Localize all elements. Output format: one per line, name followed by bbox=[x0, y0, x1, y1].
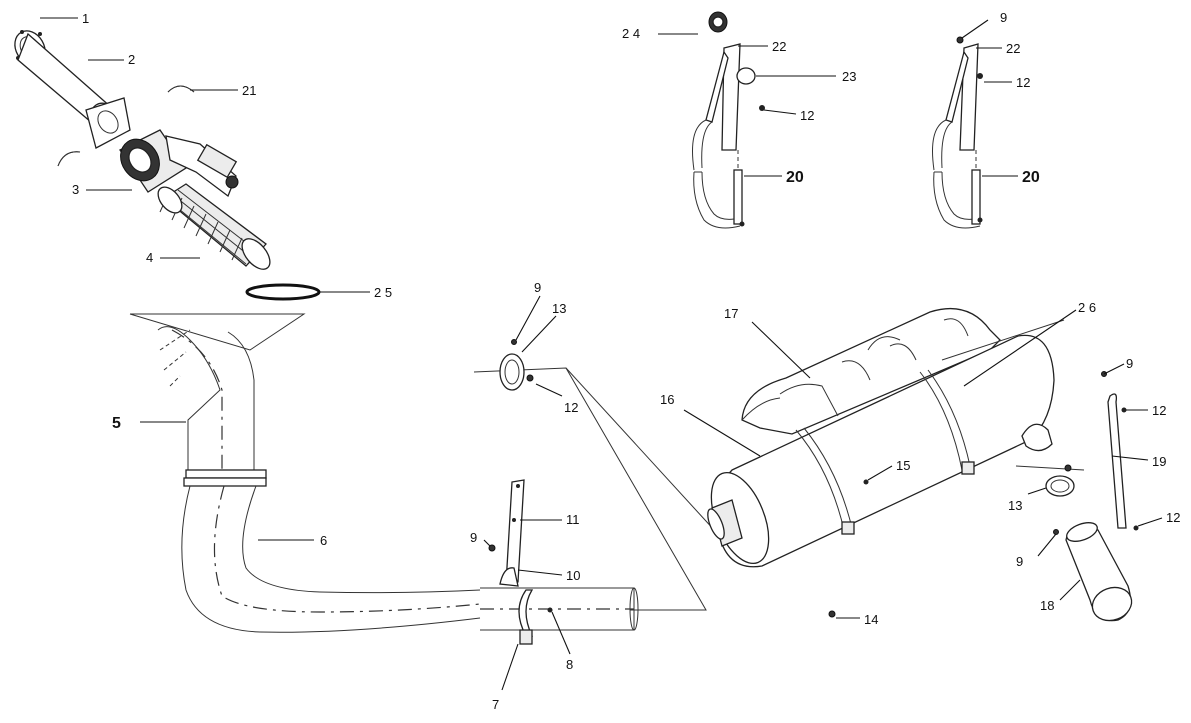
outlet-pipe-part-18 bbox=[1065, 522, 1133, 622]
strap-part-26 bbox=[941, 319, 1065, 361]
part-labels: 1 2 21 3 4 2 5 5 6 7 8 9 10 11 9 13 12 2… bbox=[72, 10, 1180, 712]
label-8: 8 bbox=[566, 657, 573, 672]
bolt-part-8 bbox=[547, 607, 553, 613]
elbow-pipe-part-5 bbox=[157, 326, 267, 479]
label-19: 19 bbox=[1152, 454, 1166, 469]
label-12-outlet: 12 bbox=[1166, 510, 1180, 525]
inlet-pipe-part-2 bbox=[17, 32, 131, 149]
bend-pipe-part-6 bbox=[181, 477, 481, 633]
label-9-right: 9 bbox=[1000, 10, 1007, 25]
hanger-assembly-right bbox=[932, 36, 983, 229]
label-4: 4 bbox=[146, 250, 153, 265]
label-20-right: 20 bbox=[1022, 169, 1040, 186]
label-22-right: 22 bbox=[1006, 41, 1020, 56]
label-13-clamp: 13 bbox=[552, 301, 566, 316]
label-25: 2 5 bbox=[374, 285, 392, 300]
label-18: 18 bbox=[1040, 598, 1054, 613]
label-9-clamp: 9 bbox=[534, 280, 541, 295]
projection-plane-line bbox=[129, 313, 306, 351]
hanger-bracket-part-11 bbox=[505, 479, 525, 585]
label-20-left: 20 bbox=[786, 169, 804, 186]
label-12-right: 12 bbox=[1016, 75, 1030, 90]
muffler-part-16 bbox=[707, 334, 1055, 568]
u-clamp-part-21-left bbox=[57, 151, 81, 167]
label-7: 7 bbox=[492, 697, 499, 712]
label-14: 14 bbox=[864, 612, 878, 627]
projection-line-inlet bbox=[565, 367, 717, 533]
label-6: 6 bbox=[320, 533, 327, 548]
bolt-part-15 bbox=[863, 479, 869, 485]
label-24: 2 4 bbox=[622, 26, 640, 41]
hanger-assembly-left bbox=[692, 11, 765, 229]
leader-lines bbox=[40, 17, 1163, 691]
bolt-part-14 bbox=[828, 610, 836, 618]
label-12-bracket: 12 bbox=[1152, 403, 1166, 418]
label-15: 15 bbox=[896, 458, 910, 473]
label-3: 3 bbox=[72, 182, 79, 197]
label-12-clamp: 12 bbox=[564, 400, 578, 415]
bolt-part-9-outlet bbox=[1053, 529, 1059, 535]
label-22-left: 22 bbox=[772, 39, 786, 54]
label-26: 2 6 bbox=[1078, 300, 1096, 315]
exhaust-brake-valve-part-3 bbox=[119, 129, 239, 198]
hanger-clip-part-10 bbox=[499, 567, 519, 587]
label-1: 1 bbox=[82, 11, 89, 26]
gasket-ring-part-25 bbox=[245, 283, 321, 301]
clamp-part-13-outlet bbox=[1015, 464, 1085, 497]
u-clamp-part-21 bbox=[167, 85, 195, 93]
label-2: 2 bbox=[128, 52, 135, 67]
label-9-outlet: 9 bbox=[1016, 554, 1023, 569]
label-23: 23 bbox=[842, 69, 856, 84]
label-10: 10 bbox=[566, 568, 580, 583]
label-21: 21 bbox=[242, 83, 256, 98]
label-13-outlet: 13 bbox=[1008, 498, 1022, 513]
label-5: 5 bbox=[112, 415, 121, 432]
pipe-clamp-part-7 bbox=[518, 589, 534, 645]
bolt-part-9-hanger bbox=[488, 544, 496, 552]
label-17: 17 bbox=[724, 306, 738, 321]
straight-pipe-section bbox=[480, 587, 639, 631]
heat-shield-part-17 bbox=[741, 308, 1001, 435]
outlet-bracket-part-19 bbox=[1101, 371, 1139, 531]
label-12-left: 12 bbox=[800, 108, 814, 123]
label-9-hanger: 9 bbox=[470, 530, 477, 545]
band-clamp-part-13 bbox=[499, 339, 534, 391]
label-11: 11 bbox=[566, 512, 580, 527]
flexible-bellows-part-4 bbox=[157, 183, 271, 270]
label-16: 16 bbox=[660, 392, 674, 407]
label-9-bracket: 9 bbox=[1126, 356, 1133, 371]
